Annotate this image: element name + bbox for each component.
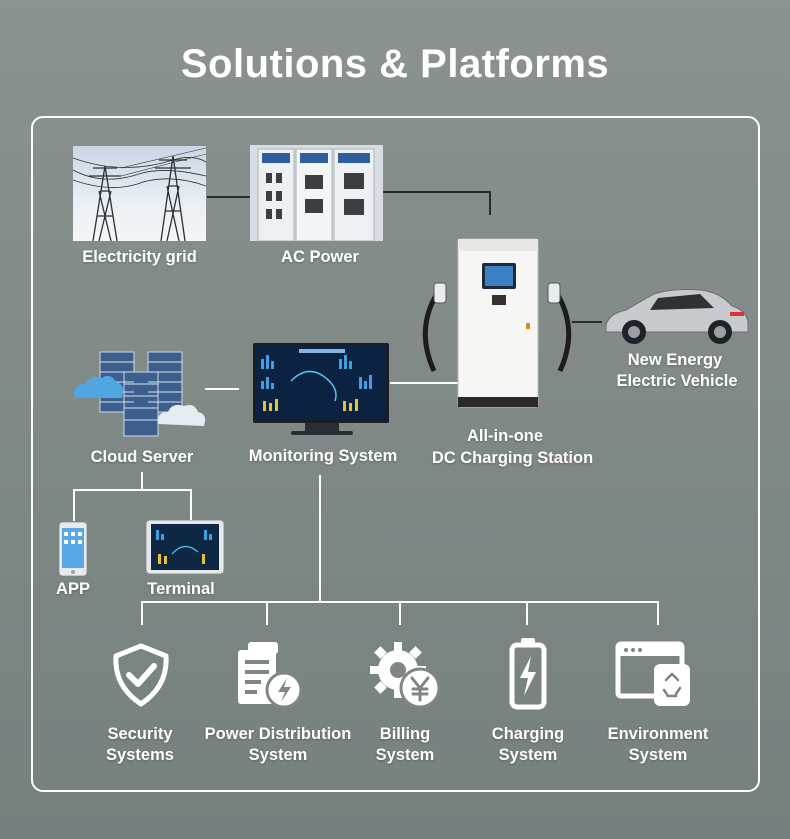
security-label-line2: Systems (106, 746, 174, 764)
environment-label-line2: System (628, 746, 688, 764)
connector-monitor-station (390, 382, 458, 384)
billing-label-line2: System (375, 746, 435, 764)
power-distribution-label-line1: Power Distribution (204, 725, 352, 743)
power-tower-photo (73, 146, 206, 241)
gear-yen-icon (370, 642, 441, 709)
grid-label: Electricity grid (82, 248, 197, 266)
station-label-line1: All-in-one (466, 427, 544, 445)
connector-to-terminal (190, 489, 192, 521)
building-bolt-icon (238, 642, 303, 709)
smartphone-photo (59, 522, 87, 576)
app-label: APP (56, 580, 90, 598)
vehicle-label-line1: New Energy (627, 351, 723, 369)
connector-to-power (266, 601, 268, 625)
billing-label-line1: Billing (379, 725, 431, 743)
connector-ac-station-h (383, 191, 491, 193)
connector-to-environment (657, 601, 659, 625)
environment-label-line1: Environment (607, 725, 709, 743)
connector-cloud-monitor (205, 388, 239, 390)
connector-cloud-branch (73, 489, 192, 491)
connector-to-billing (399, 601, 401, 625)
connector-to-app (73, 489, 75, 521)
monitor-dashboard-photo (239, 341, 391, 441)
tablet-photo (146, 520, 224, 574)
connector-ac-station-v (489, 191, 491, 215)
connector-to-charging (526, 601, 528, 625)
window-recycle-icon (615, 641, 690, 706)
battery-bolt-icon (509, 638, 547, 710)
diagram-frame (31, 116, 760, 792)
charging-label-line1: Charging (491, 725, 565, 743)
connector-grid-ac (207, 196, 250, 198)
monitoring-label: Monitoring System (248, 447, 398, 465)
charging-label-line2: System (498, 746, 558, 764)
shield-check-icon (113, 643, 169, 707)
dc-charging-station-photo (412, 237, 582, 409)
connector-to-security (141, 601, 143, 625)
cloud-label: Cloud Server (90, 448, 194, 466)
security-label-line1: Security (107, 725, 173, 743)
electric-suv-photo (602, 286, 750, 348)
vehicle-label-line2: Electric Vehicle (616, 372, 738, 390)
switchgear-cabinet-photo (250, 145, 383, 241)
page-title: Solutions & Platforms (180, 42, 610, 86)
station-label-line2: DC Charging Station (431, 449, 594, 467)
ac-power-label: AC Power (281, 248, 359, 266)
terminal-label: Terminal (147, 580, 215, 598)
server-cloud-photo (70, 348, 210, 440)
power-distribution-label-line2: System (248, 746, 308, 764)
connector-monitor-down (319, 475, 321, 602)
connector-cloud-down (141, 472, 143, 490)
connector-station-vehicle (572, 321, 602, 323)
